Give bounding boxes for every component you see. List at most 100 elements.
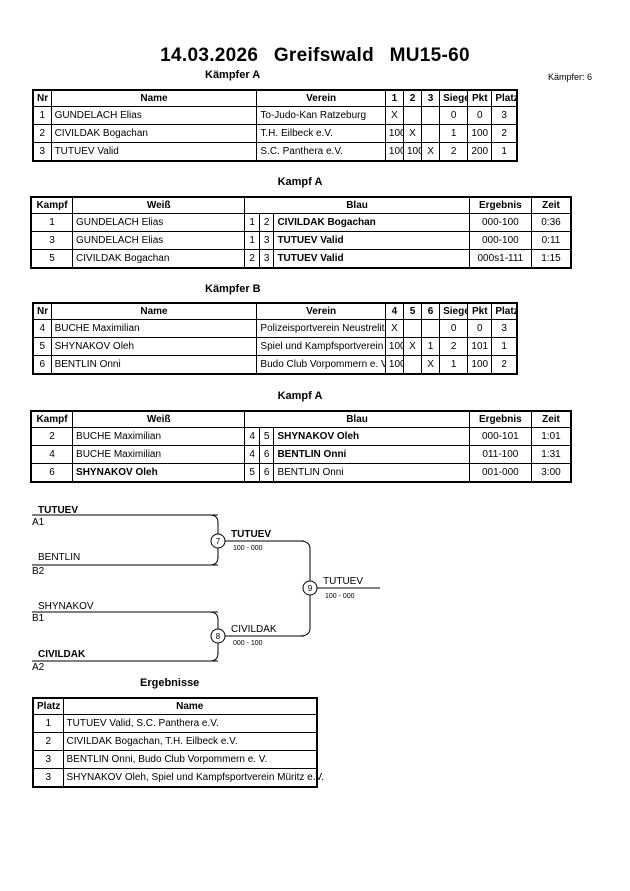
cell-white: SHYNAKOV Oleh [72,463,246,483]
cell-place: 3 [491,319,518,338]
pool-a-table: Nr Name Verein 1 2 3 Siege Pkt Platz 1 G… [32,89,518,162]
fights-a-title: Kampf A [277,176,323,188]
col-wins: Siege [439,89,469,107]
cell-place: 3 [32,750,64,769]
cell-blue-nr: 5 [258,427,275,446]
cell-place: 1 [491,337,518,356]
cell-fight-no: 3 [30,231,74,250]
cell-result: 000s1-111 [468,249,533,269]
cell-white-nr: 4 [244,445,260,464]
col-blue: Blau [244,410,470,428]
cell-blue: TUTUEV Valid [273,231,470,250]
col-fight: Kampf [30,196,74,214]
match-7-winner: TUTUEV [231,529,271,540]
cell-r3 [421,106,441,125]
cell-time: 3:00 [531,463,572,483]
cell-place: 2 [491,355,518,375]
cell-fight-no: 2 [30,427,74,446]
cell-name: BENTLIN Onni [50,355,258,375]
cell-r3: 1 [421,337,441,356]
match-7-number: 7 [216,537,221,546]
cell-blue-nr: 3 [258,249,275,269]
knockout-bracket: 7 8 9 TUTUEV A1 BENTLIN B2 SHYNAKOV B1 C… [32,505,380,673]
match-7-score: 100 - 000 [233,545,263,552]
cell-pts: 100 [467,355,493,375]
cell-name: CIVILDAK Bogachan, T.H. Eilbeck e.V. [62,732,318,751]
cell-white-nr: 4 [244,427,260,446]
cell-white: BUCHE Maximilian [72,445,246,464]
col-name: Name [50,302,258,320]
cell-nr: 3 [32,142,52,162]
cell-result: 000-100 [468,231,533,250]
col-result: Ergebnis [468,410,533,428]
results-title: Ergebnisse [140,677,200,689]
cell-name: GUNDELACH Elias [50,106,258,125]
cell-nr: 2 [32,124,52,143]
cell-nr: 4 [32,319,52,338]
cell-pts: 101 [467,337,493,356]
pool-a-header: Nr Name Verein 1 2 3 Siege Pkt Platz [32,89,518,107]
cell-blue-nr: 6 [258,445,275,464]
cell-name: SHYNAKOV Oleh, Spiel und Kampfsportverei… [62,768,324,788]
table-row: 1 GUNDELACH Elias To-Judo-Kan Ratzeburg … [32,106,518,125]
match-8-score: 000 - 100 [233,640,263,647]
cell-nr: 6 [32,355,52,375]
cell-time: 1:15 [531,249,572,269]
cell-place: 2 [491,124,518,143]
cell-club: T.H. Eilbeck e.V. [256,124,386,143]
pool-b-table: Nr Name Verein 4 5 6 Siege Pkt Platz 4 B… [32,302,518,375]
cell-white-nr: 2 [244,249,260,269]
entrant-a1-name: TUTUEV [38,505,78,516]
event-category: MU15-60 [389,45,470,66]
col-r1: 1 [384,89,404,107]
cell-fight-no: 5 [30,249,74,269]
cell-time: 0:11 [531,231,572,250]
cell-r1: X [384,319,404,338]
col-club: Verein [256,89,386,107]
cell-fight-no: 1 [30,213,74,232]
cell-pts: 0 [467,106,493,125]
cell-blue: BENTLIN Onni [273,445,470,464]
col-blue: Blau [244,196,470,214]
table-row: 2 CIVILDAK Bogachan T.H. Eilbeck e.V. 10… [32,124,518,143]
cell-place: 1 [32,714,64,733]
cell-fight-no: 4 [30,445,74,464]
page-title: 14.03.2026 Greifswald MU15-60 [0,45,630,67]
cell-r1: 100 [384,142,404,162]
cell-r1: 100 [384,337,404,356]
table-row: 5 SHYNAKOV Oleh Spiel und Kampfsportvere… [32,337,518,356]
col-r3: 6 [421,302,441,320]
cell-r2: X [402,124,423,143]
col-nr: Nr [32,89,52,107]
entrant-b2-name: BENTLIN [38,552,80,563]
cell-r2 [402,106,423,125]
col-place: Platz [32,697,64,715]
cell-r2 [402,319,423,338]
cell-result: 001-000 [468,463,533,483]
cell-blue: BENTLIN Onni [273,463,470,483]
cell-wins: 2 [439,142,469,162]
entrant-a1-seed: A1 [32,517,45,528]
cell-name: CIVILDAK Bogachan [50,124,258,143]
col-club: Verein [256,302,386,320]
col-name: Name [62,697,318,715]
pool-b-header: Nr Name Verein 4 5 6 Siege Pkt Platz [32,302,518,320]
cell-place: 3 [491,106,518,125]
col-time: Zeit [531,196,572,214]
col-r2: 2 [402,89,423,107]
cell-name: SHYNAKOV Oleh [50,337,258,356]
cell-blue-nr: 2 [258,213,275,232]
cell-white-nr: 1 [244,213,260,232]
cell-nr: 1 [32,106,52,125]
fights-a-header: Kampf Weiß Blau Ergebnis Zeit [30,196,572,214]
col-place: Platz [491,302,518,320]
fighter-count: Kämpfer: 6 [548,72,593,82]
pool-b-title: Kämpfer B [205,283,261,295]
